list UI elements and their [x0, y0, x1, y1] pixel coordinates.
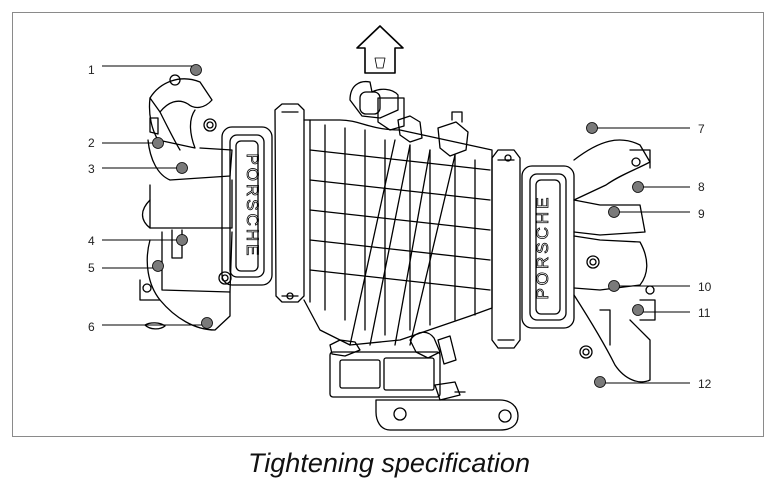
throttle-body	[349, 80, 469, 157]
direction-arrow-icon	[356, 25, 404, 74]
bolt-6	[201, 317, 213, 329]
callout-4: 4	[88, 234, 95, 248]
callout-2: 2	[88, 136, 95, 150]
right-runner-bank	[573, 139, 656, 383]
bolt-1	[190, 64, 202, 76]
left-logo-panel	[221, 126, 273, 286]
bolt-2	[152, 137, 164, 149]
bolt-markers	[152, 64, 644, 388]
callout-3: 3	[88, 162, 95, 176]
callout-10: 10	[698, 280, 712, 294]
bolt-4	[176, 234, 188, 246]
central-plenum	[274, 103, 521, 349]
callout-5: 5	[88, 261, 95, 275]
callout-8: 8	[698, 180, 705, 194]
callout-12: 12	[698, 377, 712, 391]
diagram-frame	[12, 12, 764, 437]
left-runner-bank	[139, 74, 233, 331]
bolt-12	[594, 376, 606, 388]
callout-9: 9	[698, 207, 705, 221]
right-logo-panel	[521, 165, 575, 329]
bolt-8	[632, 181, 644, 193]
figure-caption: Tightening specification	[248, 448, 530, 478]
callout-7: 7	[698, 122, 705, 136]
bolt-11	[632, 304, 644, 316]
left-logo-text: PORSCHE	[243, 153, 262, 258]
right-logo-text: PORSCHE	[533, 194, 552, 299]
actuator-assembly	[329, 139, 519, 431]
bolt-7	[586, 122, 598, 134]
bolt-10	[608, 280, 620, 292]
callout-6: 6	[88, 320, 95, 334]
callout-11: 11	[698, 306, 711, 320]
bolt-9	[608, 206, 620, 218]
bolt-5	[152, 260, 164, 272]
callout-1: 1	[88, 63, 95, 77]
bolt-3	[176, 162, 188, 174]
